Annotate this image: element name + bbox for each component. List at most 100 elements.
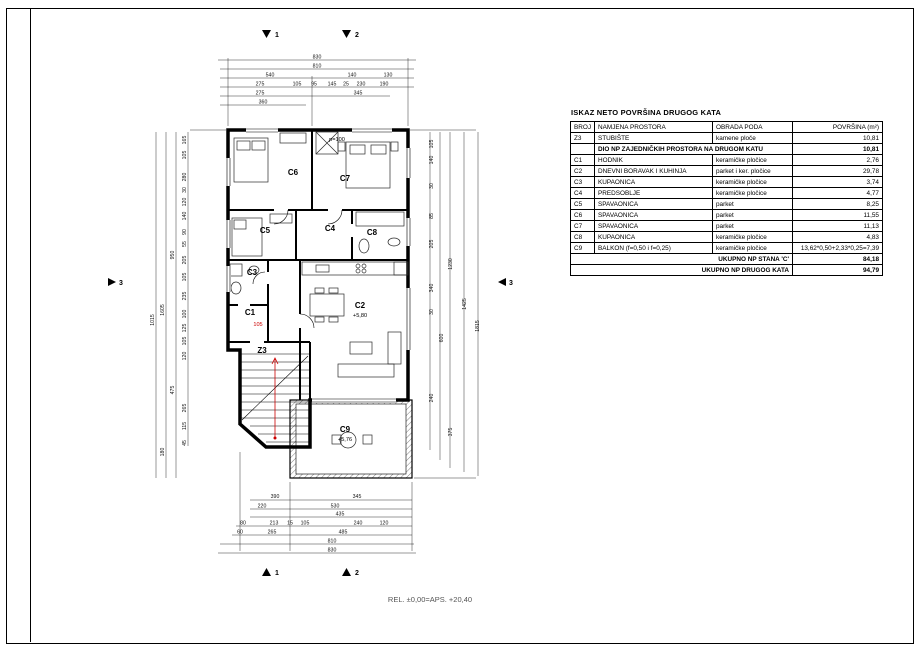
room-label-c2: C2 <box>355 301 366 310</box>
area-table-block: ISKAZ NETO POVRŠINA DRUGOG KATA BROJ NAM… <box>570 108 883 276</box>
section-marker-1-bottom: 1 <box>262 568 279 577</box>
svg-text:60: 60 <box>237 530 243 536</box>
floor-plan: 830 810 540 140 130 275 105 95 145 25 23… <box>108 30 513 577</box>
sink-c8 <box>387 237 401 247</box>
table-total-floor-row: UKUPNO NP DRUGOG KATA 94,79 <box>570 264 883 276</box>
svg-text:140: 140 <box>182 212 188 221</box>
svg-text:345: 345 <box>353 494 362 500</box>
dimension-labels-left: 165 105 280 30 120 140 90 55 205 105 235… <box>150 136 188 457</box>
svg-text:140: 140 <box>429 156 435 165</box>
toilet-c3 <box>230 281 242 295</box>
svg-text:265: 265 <box>182 404 188 413</box>
svg-text:275: 275 <box>256 82 265 88</box>
table-total-flat-row: UKUPNO NP STANA 'C' 84,18 <box>570 253 883 265</box>
svg-text:1230: 1230 <box>448 258 454 270</box>
bed-c6 <box>233 137 269 183</box>
table-header-row: BROJ NAMJENA PROSTORA OBRADA PODA POVRŠI… <box>570 121 883 133</box>
room-label-c1: C1 <box>245 308 256 317</box>
svg-text:240: 240 <box>354 521 363 527</box>
svg-text:145: 145 <box>328 82 337 88</box>
col-obrada: OBRADA PODA <box>712 121 793 133</box>
svg-text:220: 220 <box>258 504 267 510</box>
room-label-c4: C4 <box>325 224 336 233</box>
dimension-labels-right: 105 140 30 85 205 340 30 600 240 375 123… <box>429 140 481 437</box>
svg-text:105: 105 <box>429 140 435 149</box>
elevation-reference-note: REL. ±0,00=APS. +20,40 <box>387 595 473 604</box>
svg-text:360: 360 <box>259 100 268 106</box>
coffee-table <box>349 341 373 355</box>
room-labels: C6 C7 C5 C4 C8 C3 C1 C2 Z3 C9 <box>245 168 378 434</box>
furniture <box>229 131 409 449</box>
svg-text:190: 190 <box>380 82 389 88</box>
level-c2: +5,80 <box>353 313 367 319</box>
svg-text:95: 95 <box>311 82 317 88</box>
wardrobe-c5 <box>269 213 293 224</box>
svg-text:140: 140 <box>348 73 357 79</box>
room-label-c5: C5 <box>260 226 271 235</box>
svg-text:390: 390 <box>271 494 280 500</box>
svg-text:830: 830 <box>313 55 322 61</box>
svg-text:1815: 1815 <box>475 320 481 332</box>
svg-text:1605: 1605 <box>160 304 166 316</box>
svg-text:265: 265 <box>268 530 277 536</box>
svg-text:205: 205 <box>429 240 435 249</box>
svg-text:275: 275 <box>256 91 265 97</box>
svg-text:120: 120 <box>380 521 389 527</box>
bathtub-c8 <box>355 211 405 227</box>
stair-direction-arrow <box>271 357 279 440</box>
svg-text:235: 235 <box>182 292 188 301</box>
svg-text:105: 105 <box>182 151 188 160</box>
svg-text:80: 80 <box>240 521 246 527</box>
svg-text:435: 435 <box>336 512 345 518</box>
svg-text:130: 130 <box>384 73 393 79</box>
door-openings <box>238 207 355 345</box>
room-label-c3: C3 <box>247 268 258 277</box>
room-label-z3: Z3 <box>257 346 267 355</box>
wardrobe-c6 <box>279 132 307 144</box>
svg-text:810: 810 <box>313 64 322 70</box>
svg-text:950: 950 <box>170 251 176 260</box>
svg-text:1: 1 <box>275 32 279 39</box>
level-c9: +5,76 <box>338 437 352 443</box>
dining-table <box>309 293 345 317</box>
svg-text:3: 3 <box>119 280 123 287</box>
svg-text:280: 280 <box>182 173 188 182</box>
col-namjena: NAMJENA PROSTORA <box>594 121 713 133</box>
svg-text:100: 100 <box>182 310 188 319</box>
sink-c3 <box>248 265 260 275</box>
svg-text:180: 180 <box>160 448 166 457</box>
section-marker-2-top: 2 <box>342 30 359 39</box>
svg-text:30: 30 <box>182 187 188 193</box>
table-title: ISKAZ NETO POVRŠINA DRUGOG KATA <box>571 108 722 117</box>
svg-text:3: 3 <box>509 280 513 287</box>
sheet-margin-line <box>30 8 31 642</box>
col-povrsina: POVRŠINA (m²) <box>792 121 883 133</box>
level-attic: p=100 <box>329 137 345 143</box>
svg-text:230: 230 <box>357 82 366 88</box>
svg-text:600: 600 <box>439 334 445 343</box>
room-label-c6: C6 <box>288 168 299 177</box>
svg-text:105: 105 <box>182 337 188 346</box>
kitchen-counter <box>301 261 409 276</box>
svg-text:1015: 1015 <box>150 314 156 326</box>
section-marker-2-bottom: 2 <box>342 568 359 577</box>
svg-text:1: 1 <box>275 570 279 577</box>
sheet-border <box>6 8 914 644</box>
toilet-c8 <box>358 238 370 254</box>
svg-text:30: 30 <box>429 309 435 315</box>
area-table: BROJ NAMJENA PROSTORA OBRADA PODA POVRŠI… <box>570 121 883 276</box>
room-label-c8: C8 <box>367 228 378 237</box>
svg-text:85: 85 <box>429 213 435 219</box>
svg-text:475: 475 <box>170 386 176 395</box>
svg-text:340: 340 <box>429 284 435 293</box>
svg-text:30: 30 <box>429 183 435 189</box>
svg-text:540: 540 <box>266 73 275 79</box>
svg-text:15: 15 <box>287 521 293 527</box>
